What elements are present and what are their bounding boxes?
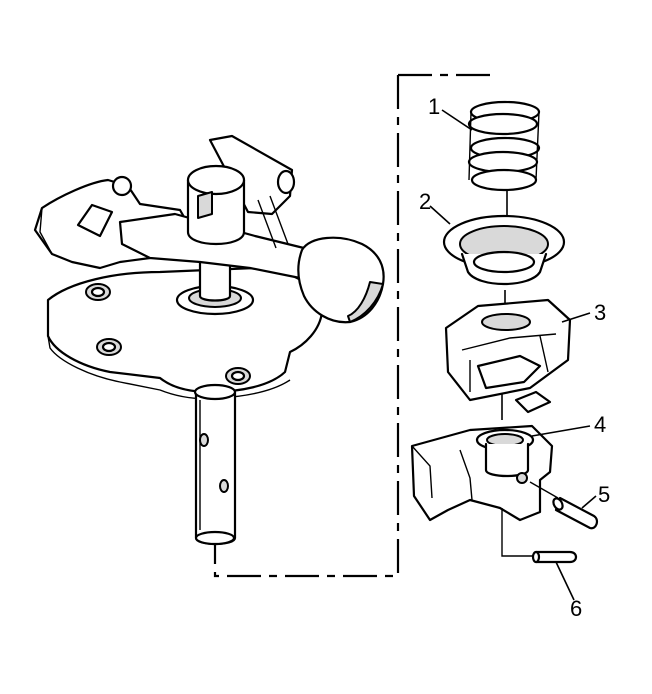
part-3-cage — [444, 298, 572, 414]
callout-2: 2 — [419, 189, 431, 214]
callout-4: 4 — [594, 412, 606, 437]
shaft-hole-upper — [199, 433, 209, 447]
callout-3: 3 — [594, 300, 606, 325]
part-2-seat — [442, 214, 566, 286]
part-1-spring — [467, 100, 541, 192]
shaft-hole-lower — [219, 479, 229, 493]
upper-housing — [208, 134, 294, 216]
leader-3 — [561, 312, 591, 323]
leader-1 — [441, 109, 473, 131]
side-bolt — [276, 169, 296, 195]
pivot-ball — [111, 175, 133, 197]
leader-2 — [429, 205, 451, 225]
leader-4 — [531, 425, 591, 437]
callout-6: 6 — [570, 596, 582, 621]
cylinder-slot — [197, 191, 213, 219]
leader-6 — [555, 561, 575, 601]
part-5-pin — [529, 481, 599, 530]
main-assembly — [33, 134, 385, 546]
assembly-reference-line — [213, 73, 498, 578]
part-6-pin — [501, 508, 578, 564]
lower-shaft — [194, 390, 237, 546]
pin-bore — [516, 472, 528, 484]
left-arm-tab — [76, 203, 114, 238]
callout-1: 1 — [428, 94, 440, 119]
leader-5 — [581, 495, 597, 509]
callout-5: 5 — [598, 482, 610, 507]
part-4-bracket — [410, 424, 554, 522]
